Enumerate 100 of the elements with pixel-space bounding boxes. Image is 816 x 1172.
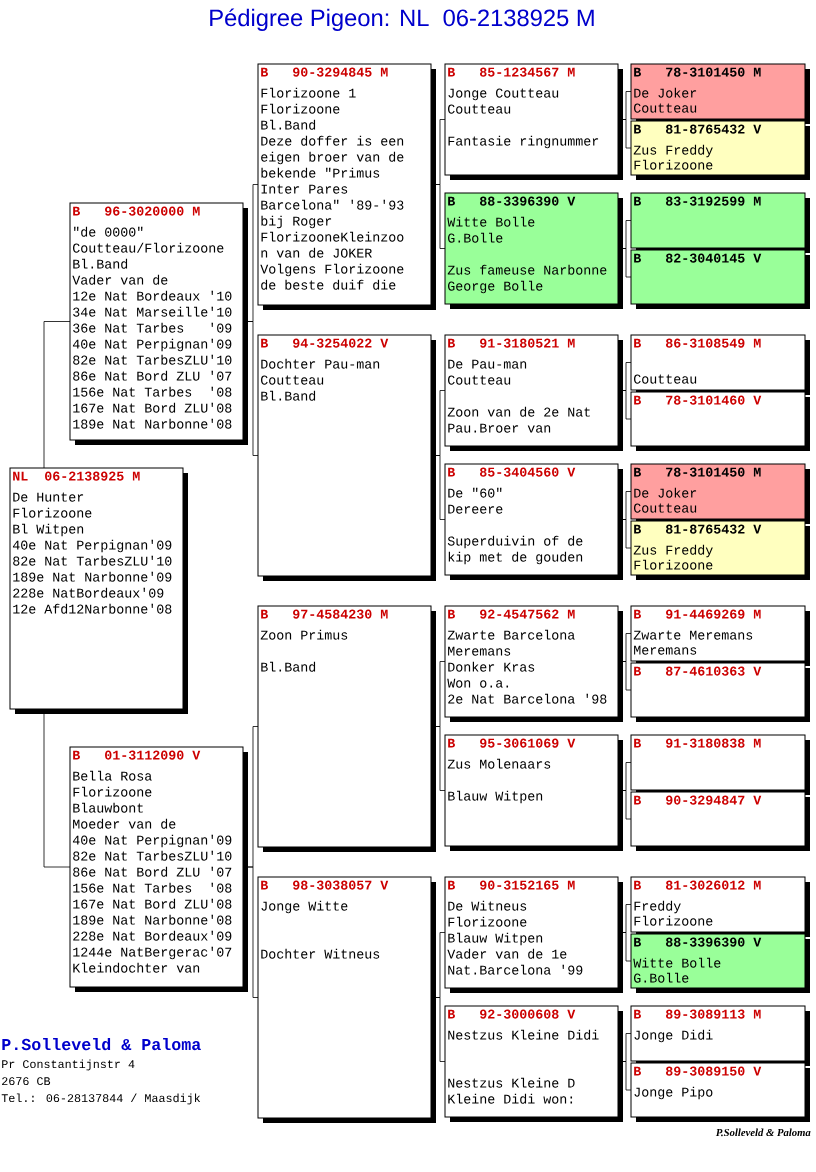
pedigree-card: [630, 520, 810, 580]
card-text: Coutteau: [261, 375, 324, 385]
card-text: Zoon Primus: [260, 629, 348, 640]
card-text: Coutteau: [448, 104, 511, 114]
connector-line: [247, 321, 259, 456]
pedigree-card: [444, 463, 623, 580]
card-text: Florizoone 1: [261, 87, 356, 98]
card-text: 82e Nat TarbesZLU'10: [73, 354, 232, 365]
card-text: 189e Nat Narbonne'08: [73, 914, 232, 925]
card-text: De Witneus: [448, 900, 527, 911]
card-text: Florizoone: [13, 507, 92, 518]
connector-line: [622, 790, 632, 820]
page-title: Pédigree Pigeon: NL 06-2138925 M: [210, 8, 594, 31]
card-text: 12e Nat Bordeaux '10: [73, 290, 232, 301]
connector-line: [622, 119, 632, 149]
contact-line: Tel.: 06-28137844 / Maasdijk: [1, 1093, 201, 1105]
card-text: 189e Nat Narbonne'08: [73, 418, 232, 429]
connector-line: [435, 455, 446, 520]
card-text: Nestzus Kleine Didi: [448, 1029, 599, 1040]
card-text: 228e NatBordeaux'09: [13, 587, 164, 598]
card-text: Florizoone: [634, 159, 713, 170]
pedigree-card: [257, 876, 436, 1123]
pedigree-card: [444, 605, 623, 722]
card-text: Dereere: [448, 504, 503, 514]
card-text: 2e Nat Barcelona '98: [448, 693, 607, 704]
card-text: de beste duif die: [261, 279, 396, 290]
ring-number: B 78-3101460 V: [634, 395, 762, 405]
card-text: eigen broer van de: [261, 151, 404, 165]
pedigree-card: [630, 249, 810, 309]
card-text: Zwarte Barcelona: [447, 629, 575, 640]
connector-line: [435, 726, 446, 791]
ring-number: B 90-3152165 M: [448, 880, 575, 890]
card-text: Jonge Pipo: [634, 1086, 713, 1100]
card-text: "de 0000": [74, 226, 143, 237]
ring-number: B 88-3396390 V: [448, 196, 576, 206]
ring-number: B 95-3061069 V: [448, 738, 576, 748]
pedigree-card: [444, 192, 623, 309]
pedigree-card: [69, 202, 248, 445]
ring-number: B 87-4610363 V: [634, 666, 762, 676]
ring-number: B 85-3404560 V: [448, 467, 576, 477]
ring-number: B 92-3000608 V: [448, 1009, 576, 1019]
pedigree-card: [630, 791, 810, 851]
ring-number: B 78-3101450 M: [634, 67, 761, 77]
card-text: Vader van de 1e: [447, 948, 567, 959]
connector-line: [622, 661, 632, 691]
card-text: Florizoone: [634, 559, 713, 570]
card-text: Jonge Didi: [634, 1029, 713, 1043]
pedigree-card: [630, 662, 810, 722]
ring-number: B 01-3112090 V: [73, 750, 201, 760]
card-text: Meremans: [448, 646, 511, 656]
pedigree-card: [630, 734, 810, 795]
card-text: 167e Nat Bord ZLU'08: [73, 402, 232, 413]
card-text: Jonge Coutteau: [448, 88, 559, 101]
card-text: Inter Pares: [261, 184, 348, 194]
card-text: Barcelona" '89-'93: [261, 199, 404, 210]
card-text: Superduivin of de: [447, 535, 583, 549]
card-text: G.Bolle: [448, 232, 503, 243]
pedigree-card: [444, 1005, 623, 1122]
card-text: Bl Witpen: [13, 523, 84, 537]
card-text: Bl.Band: [261, 119, 316, 130]
card-text: Freddy: [634, 900, 681, 914]
card-text: De Hunter: [13, 492, 84, 502]
connector-line: [622, 491, 632, 520]
card-text: Nat.Barcelona '99: [448, 964, 583, 975]
ring-number: B 83-3192599 M: [634, 196, 761, 206]
card-text: 1244e NatBergerac'07: [73, 946, 232, 960]
pedigree-card: [630, 1062, 810, 1122]
card-text: Bl.Band: [73, 258, 128, 269]
ring-number: B 94-3254022 V: [261, 338, 389, 348]
pedigree-card: [630, 120, 810, 180]
ring-number: B 91-3180838 M: [634, 738, 761, 748]
ring-number: B 81-3026012 M: [634, 880, 761, 890]
card-text: G.Bolle: [634, 972, 689, 983]
card-text: Blauw Witpen: [448, 932, 543, 946]
card-text: Blauwbont: [73, 802, 143, 813]
card-text: FlorizooneKleinzoo: [261, 231, 404, 242]
pedigree-card: [630, 391, 810, 451]
card-text: 40e Nat Perpignan'09: [72, 338, 232, 352]
card-text: Coutteau: [634, 503, 697, 513]
card-text: De Joker: [634, 487, 697, 498]
ring-number: B 92-4547562 M: [448, 609, 575, 619]
card-text: kip met de gouden: [448, 551, 583, 565]
connector-line: [622, 932, 632, 962]
ring-number: B 86-3108549 M: [634, 338, 761, 348]
card-text: Bella Rosa: [73, 770, 152, 781]
card-text: 86e Nat Bord ZLU '07: [73, 866, 232, 877]
connector-line: [622, 762, 632, 791]
card-text: 228e Nat Bordeaux'09: [73, 930, 232, 941]
ring-number: B 98-3038057 V: [261, 880, 389, 890]
pedigree-card: [257, 63, 436, 310]
card-text: Zoon van de 2e Nat: [447, 406, 590, 417]
pedigree-card: [630, 933, 810, 993]
card-text: Zus Molenaars: [447, 758, 551, 769]
connector-line: [622, 220, 632, 249]
ring-number: B 90-3294845 M: [261, 67, 388, 77]
card-text: Florizoone: [261, 103, 340, 114]
pedigree-card: [630, 334, 810, 395]
card-text: n van de JOKER: [261, 247, 372, 258]
card-text: Deze doffer is een: [261, 135, 404, 146]
pedigree-card: [9, 467, 188, 714]
